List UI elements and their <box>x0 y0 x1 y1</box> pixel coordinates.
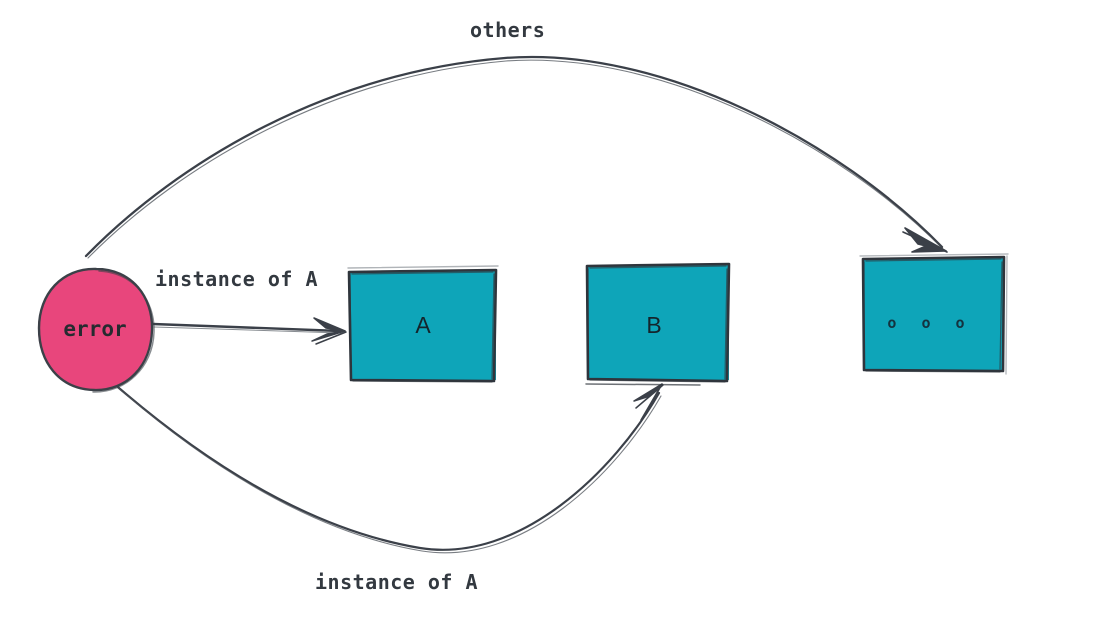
arrowhead-others <box>902 227 948 253</box>
node-a[interactable]: A <box>347 265 499 383</box>
arrowhead-a <box>311 317 347 345</box>
edge-label-instance-of-a-bottom: instance of A <box>315 570 479 594</box>
node-b-label: B <box>646 312 661 338</box>
edge-error-a <box>151 317 347 345</box>
node-b[interactable]: B <box>585 262 731 386</box>
node-error-label: error <box>63 317 126 341</box>
node-a-label: A <box>415 312 431 338</box>
arrowhead-b <box>633 383 664 421</box>
edge-error-b <box>110 380 664 554</box>
node-error[interactable]: error <box>37 267 155 393</box>
edge-label-others: others <box>470 18 546 42</box>
node-others[interactable]: o o o <box>859 253 1009 375</box>
node-others-label: o o o <box>887 314 972 332</box>
edge-label-instance-of-a-top: instance of A <box>155 267 319 291</box>
edge-error-others <box>84 55 948 259</box>
